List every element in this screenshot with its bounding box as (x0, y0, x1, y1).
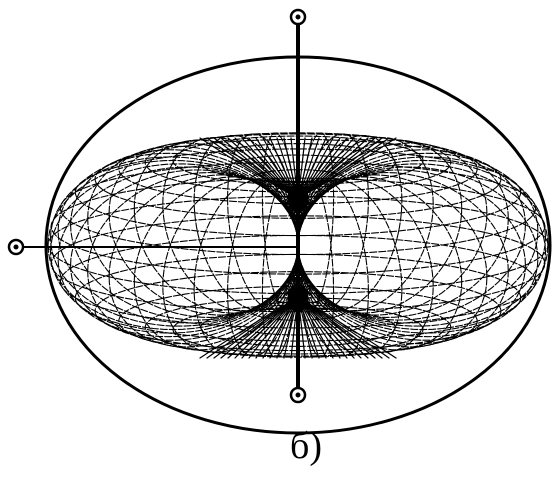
coordinate-axes (7, 8, 307, 404)
parallel-line (59, 234, 537, 329)
parallel-line (118, 285, 478, 357)
lower-funnel (199, 283, 397, 359)
axis-end-marker-top-icon-dot (295, 14, 301, 20)
parallel-line (47, 195, 549, 295)
meridian-line (297, 169, 526, 341)
parallel-line (94, 271, 502, 352)
parallel-line (74, 148, 522, 237)
upper-funnel (199, 137, 397, 213)
meridian-line (70, 169, 299, 341)
axis-end-marker-bottom-icon-dot (295, 392, 301, 398)
parallel-line (94, 138, 502, 219)
meridian-line (47, 159, 299, 331)
parallel-line (74, 253, 522, 342)
parallel-line (50, 177, 546, 275)
parallel-line (118, 133, 478, 205)
parallel-line (50, 215, 546, 313)
parallel-line (285, 278, 311, 285)
meridian-line (297, 159, 549, 331)
axis-end-marker-left-icon-dot (13, 244, 19, 250)
parallel-line (172, 135, 424, 186)
parallel-line (226, 154, 370, 184)
figure-caption: б) (290, 425, 322, 467)
parallel-line (250, 169, 346, 189)
meridian-line (70, 149, 299, 321)
parallel-line (144, 297, 452, 358)
meridian-line (297, 149, 526, 321)
parallel-line (144, 132, 452, 193)
